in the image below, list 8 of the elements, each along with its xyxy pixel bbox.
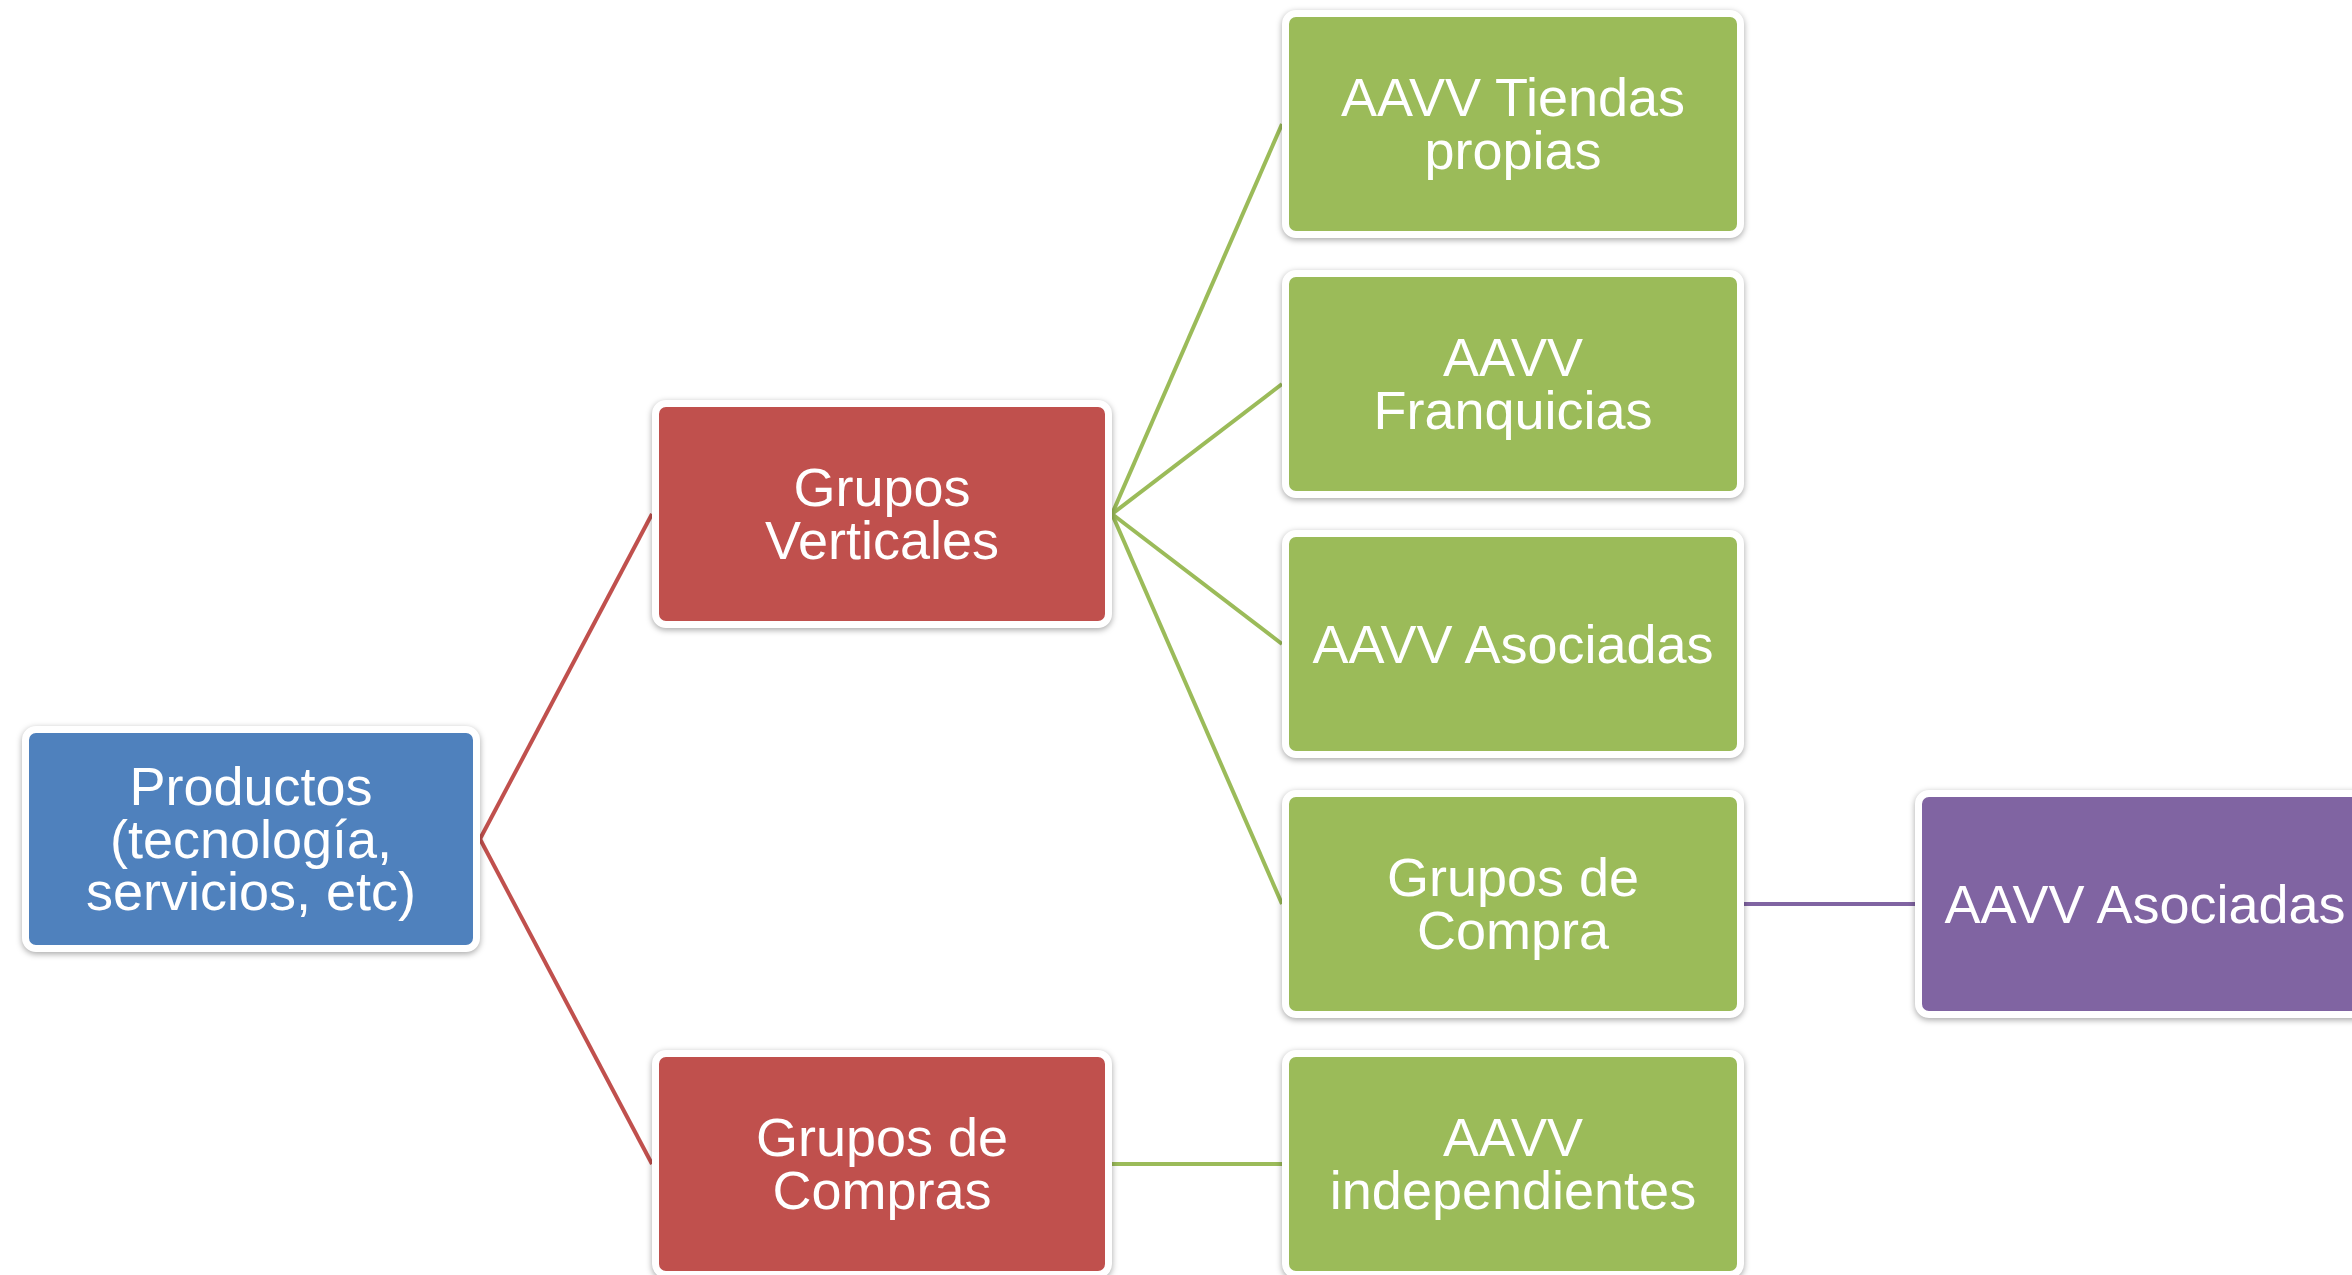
box-label: Grupos Verticales: [763, 461, 1001, 567]
box-label: AAVV Asociadas: [1312, 617, 1714, 671]
connector-line: [478, 838, 654, 1165]
connector-line: [1112, 1162, 1282, 1166]
box-label: Productos (tecnología, servicios, etc): [84, 759, 418, 919]
box-label: AAVV Asociadas: [1944, 877, 2346, 931]
connector-line: [478, 513, 654, 840]
connector-line: [1744, 902, 1915, 906]
